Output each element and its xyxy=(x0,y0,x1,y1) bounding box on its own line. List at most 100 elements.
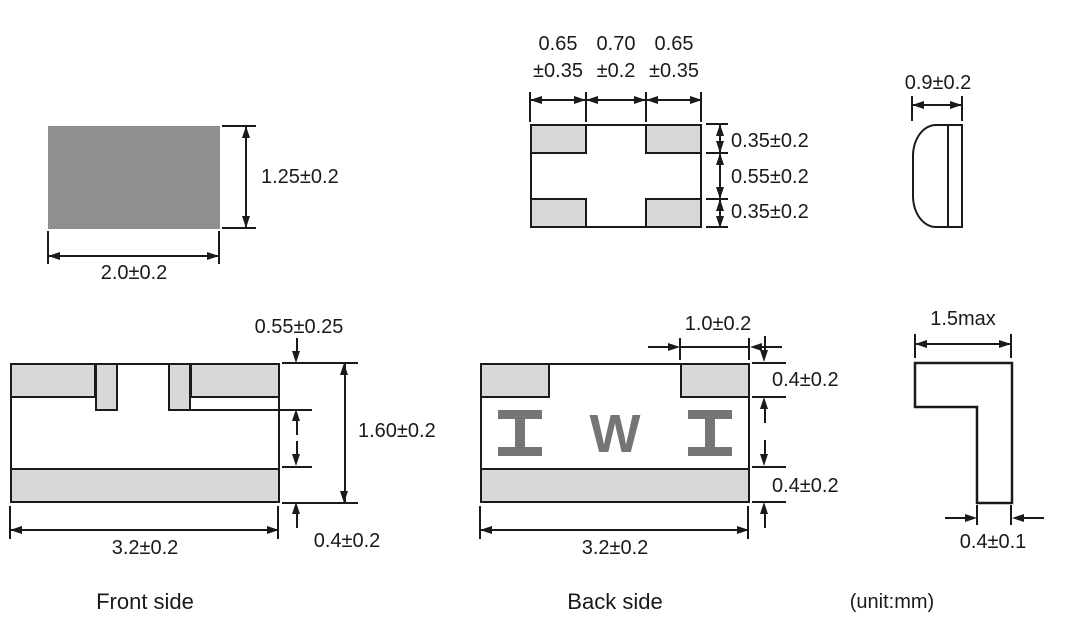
dim-arrow xyxy=(10,526,22,534)
dim-line xyxy=(945,517,965,519)
ext-line xyxy=(529,92,531,122)
dim-arrow xyxy=(760,350,768,362)
l-profile-shape xyxy=(913,361,1014,505)
dim-line xyxy=(344,363,346,503)
back-pad-top-left xyxy=(480,363,550,398)
dim-arrow xyxy=(716,199,724,211)
dim-arrow xyxy=(242,126,250,138)
dim-arrow xyxy=(716,124,724,136)
electrode-pad-top-right xyxy=(645,124,702,154)
dim-line xyxy=(648,346,668,348)
i-beam-stem xyxy=(515,419,525,447)
back-bottom-band xyxy=(480,468,750,503)
dim-line xyxy=(719,124,721,228)
i-beam-bottom-bar xyxy=(498,447,542,456)
ext-line xyxy=(911,96,913,121)
dim-arrow xyxy=(292,502,300,514)
dim-line xyxy=(764,409,766,423)
dim-arrow xyxy=(292,454,300,466)
front-side-caption: Front side xyxy=(96,589,194,614)
dim-label-tol-2: ±0.2 xyxy=(596,60,636,82)
dim-arrow xyxy=(750,343,762,351)
dim-label-tol-3: ±0.35 xyxy=(649,60,699,82)
ext-line xyxy=(752,362,786,364)
dim-line xyxy=(764,336,766,350)
dim-arrow xyxy=(48,252,60,260)
front-top-tab-right xyxy=(168,363,191,411)
electrode-pad-top-left xyxy=(530,124,587,154)
dim-label-row-2: 0.55±0.2 xyxy=(731,166,809,188)
dim-arrow xyxy=(915,340,927,348)
ext-line xyxy=(914,334,916,358)
dim-arrow xyxy=(530,96,542,104)
dim-arrow xyxy=(716,216,724,228)
dim-label-width-max: 1.5max xyxy=(930,308,996,330)
dim-arrow xyxy=(634,96,646,104)
ext-line xyxy=(752,466,786,468)
ext-line xyxy=(277,506,279,539)
dim-arrow xyxy=(340,363,348,375)
dim-line xyxy=(245,126,247,228)
dim-label-width-3: 0.65 xyxy=(654,33,694,55)
dim-arrow xyxy=(574,96,586,104)
ext-line xyxy=(752,501,786,503)
dim-arrow xyxy=(737,526,749,534)
electrode-edge-line xyxy=(947,126,949,226)
dim-arrow xyxy=(646,96,658,104)
marking-letter-w: W xyxy=(589,404,641,464)
dim-label-row-3: 0.35±0.2 xyxy=(731,201,809,223)
dim-label-width-1: 0.65 xyxy=(538,33,578,55)
dim-arrow xyxy=(340,491,348,503)
back-side-caption: Back side xyxy=(567,589,663,614)
dim-line xyxy=(530,99,702,101)
dim-line xyxy=(296,441,298,455)
dim-line xyxy=(680,346,750,348)
ext-line xyxy=(191,409,312,411)
dim-arrow xyxy=(267,526,279,534)
dim-label-height: 1.25±0.2 xyxy=(261,166,339,188)
i-beam-top-bar xyxy=(498,410,542,419)
electrode-pad-bottom-left xyxy=(530,198,587,228)
ext-line xyxy=(222,125,256,127)
dim-label-bottom-band: 0.4±0.2 xyxy=(313,530,381,552)
dim-arrow xyxy=(965,514,977,522)
ext-line xyxy=(47,231,49,264)
dim-line xyxy=(296,338,298,352)
dim-label-bottom-band: 0.4±0.2 xyxy=(772,475,839,497)
dim-line xyxy=(296,421,298,435)
ext-line xyxy=(9,506,11,539)
dim-label-notch-depth: 0.55±0.25 xyxy=(254,316,344,338)
dim-arrow xyxy=(760,454,768,466)
dim-arrow xyxy=(1012,514,1024,522)
dim-arrow xyxy=(716,153,724,165)
dim-line xyxy=(296,514,298,528)
dim-arrow xyxy=(716,187,724,199)
dim-line xyxy=(912,104,962,106)
dim-line xyxy=(915,343,1011,345)
dim-arrow xyxy=(586,96,598,104)
dim-label-width: 3.2±0.2 xyxy=(111,537,179,559)
dim-arrow xyxy=(760,502,768,514)
front-bottom-band xyxy=(10,468,280,503)
ext-line xyxy=(222,227,256,229)
back-pad-top-right xyxy=(680,363,750,398)
dim-line xyxy=(480,529,749,531)
dim-line xyxy=(762,346,782,348)
ext-line xyxy=(585,92,587,122)
dim-arrow xyxy=(690,96,702,104)
ext-line xyxy=(479,506,481,539)
dim-label-pad-width: 1.0±0.2 xyxy=(684,313,752,335)
dim-line xyxy=(764,440,766,454)
dim-line xyxy=(1024,517,1044,519)
ext-line xyxy=(218,231,220,264)
dim-line xyxy=(764,514,766,528)
ext-line xyxy=(706,123,728,125)
dim-label-row-1: 0.35±0.2 xyxy=(731,130,809,152)
dim-label-tol-1: ±0.35 xyxy=(533,60,583,82)
ext-line xyxy=(747,506,749,539)
component-body-top-view xyxy=(48,126,220,229)
front-top-tab-left xyxy=(95,363,118,411)
dim-label-width: 2.0±0.2 xyxy=(100,262,168,284)
unit-note: (unit:mm) xyxy=(849,591,935,613)
i-beam-top-bar xyxy=(688,410,732,419)
